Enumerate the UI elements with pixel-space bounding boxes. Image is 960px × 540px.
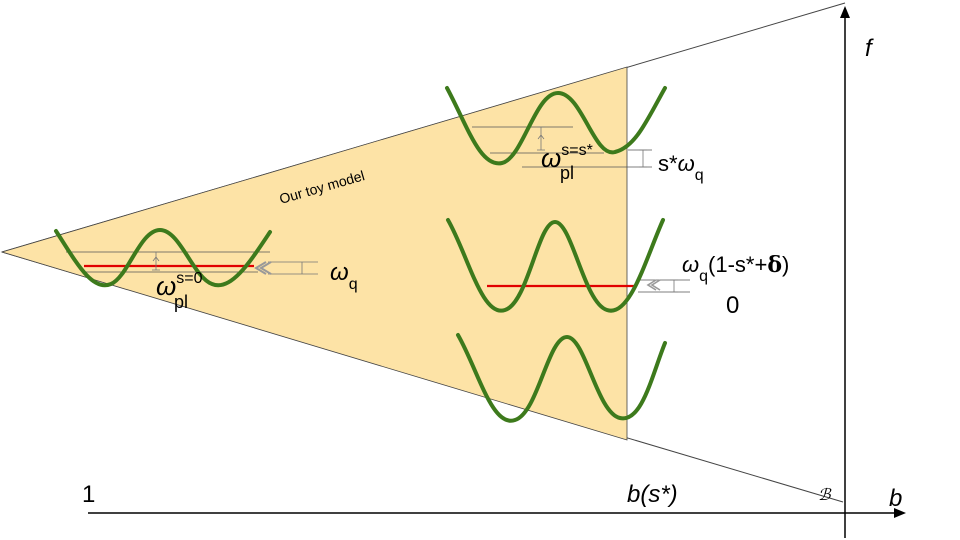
mid-double-well	[446, 218, 665, 313]
mid-zero-label: 0	[726, 292, 739, 319]
y-axis-arrow-icon	[840, 6, 850, 18]
mid-well-group	[446, 218, 690, 313]
x-mark-right: b(s*)	[627, 481, 678, 508]
mid-chevron-icon	[646, 279, 661, 291]
mid-omega-label: ωq(1-s*+δ)	[682, 252, 789, 285]
top-well-sq-bracket	[639, 149, 647, 168]
top-well-group	[445, 86, 667, 168]
x-axis-arrow-icon	[894, 508, 906, 518]
left-omega-pl-sub: pl	[174, 292, 188, 312]
x-axis-label: b	[889, 485, 902, 512]
top-well-pl-bracket	[537, 126, 545, 151]
left-well-pl-bracket	[152, 251, 160, 271]
top-omega-pl: ωs=s*	[541, 142, 593, 173]
x-mark-left: 1	[82, 481, 95, 508]
top-double-well	[445, 86, 667, 166]
left-omega-pl: ωs=0	[156, 270, 203, 301]
top-omega-pl-sub: pl	[560, 163, 574, 183]
left-omega-q: ωq	[330, 259, 358, 293]
toy-model-region	[0, 66, 628, 441]
mid-well-delta-bracket	[670, 279, 678, 293]
left-double-well	[54, 227, 272, 288]
corner-symbol: ℬ	[818, 487, 832, 504]
left-chevron-icon	[254, 261, 272, 275]
bottom-double-well	[456, 333, 667, 423]
left-well-q-bracket	[268, 261, 318, 275]
top-sq-label: s*ωq	[658, 151, 704, 184]
y-axis-label: f	[865, 35, 874, 62]
left-well-group	[54, 227, 318, 288]
